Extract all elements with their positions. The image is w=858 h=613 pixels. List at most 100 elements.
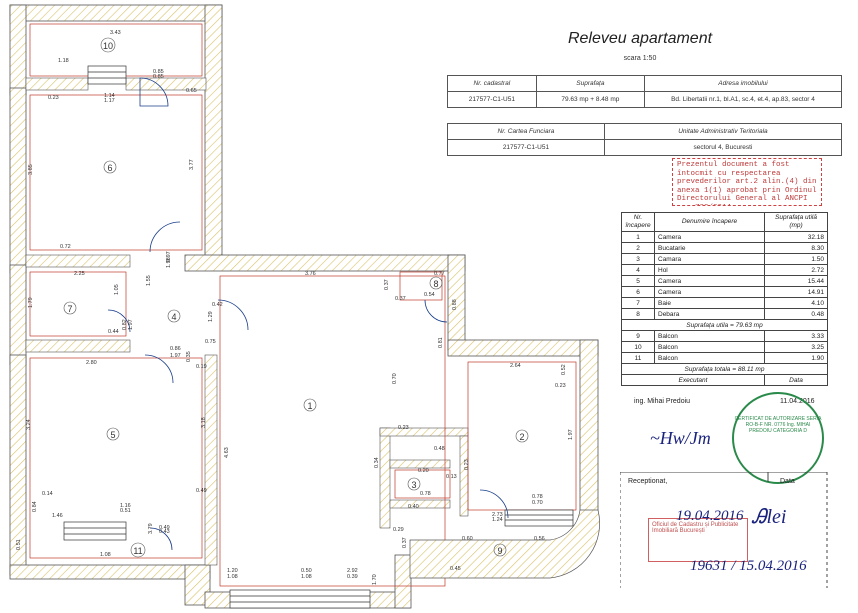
- dimension-label: 3.77: [189, 159, 195, 170]
- room-label-6: 6: [103, 160, 117, 174]
- dimension-label: 0.60: [462, 536, 473, 542]
- dimension-label: 0.82: [122, 319, 128, 330]
- dimension-label: 1.20: [227, 568, 238, 574]
- handwritten-reference: 19631 / 15.04.2016: [690, 558, 807, 574]
- room-area: 4.10: [764, 297, 828, 309]
- room-area: 15.44: [764, 275, 828, 287]
- dimension-label: 1.24: [492, 517, 503, 523]
- dimension-label: 0.45: [450, 566, 461, 572]
- dimension-label: 0.23: [464, 459, 470, 470]
- util-total: Suprafața utila = 79.63 mp: [621, 319, 828, 331]
- dimension-label: 1.16: [120, 503, 131, 509]
- room-label-8: 8: [429, 276, 443, 290]
- room-label-1: 1: [303, 398, 317, 412]
- dimension-label: 1.46: [52, 513, 63, 519]
- dimension-label: 0.56: [534, 536, 545, 542]
- dimension-label: 0.14: [42, 491, 53, 497]
- room-label-2: 2: [515, 429, 529, 443]
- rooms-table: Nr. încapere Denumire încapere Suprafața…: [621, 212, 828, 386]
- dimension-label: 3.76: [305, 271, 316, 277]
- grand-total: Suprafața totala = 88.11 mp: [621, 363, 828, 375]
- dimension-label: 0.70: [392, 373, 398, 384]
- room-label-11: 11: [130, 542, 146, 558]
- dimension-label: 0.49: [196, 488, 207, 494]
- room-label-5: 5: [106, 427, 120, 441]
- dimension-label: 0.23: [398, 425, 409, 431]
- balcony-name: Balcon: [654, 341, 765, 353]
- cadastral-header-adresa: Adresa imobilului: [644, 75, 842, 92]
- room-number: 2: [519, 432, 524, 442]
- receptionat-label: Receptionat,: [628, 478, 668, 485]
- balcony-area: 3.33: [764, 330, 828, 342]
- carte-header-uat: Unitate Administrativ Teritoriala: [603, 123, 843, 140]
- room-name: Hol: [654, 264, 765, 276]
- data-label-2: Data: [780, 478, 795, 485]
- plan-title: Releveu apartament: [567, 30, 713, 47]
- room-nr: 8: [621, 308, 655, 320]
- room-nr: 5: [621, 275, 655, 287]
- dimension-label: 0.78: [420, 491, 431, 497]
- cadastral-value-adresa: Bd. Libertatii nr.1, bl.A1, sc.4, et.4, …: [644, 91, 842, 108]
- balcony-nr: 11: [621, 352, 655, 364]
- dimension-label: 3.18: [201, 417, 207, 428]
- dimension-label: 0.81: [438, 337, 444, 348]
- balcony-area: 3.25: [764, 341, 828, 353]
- dimension-label: 0.77: [434, 271, 445, 277]
- room-label-10: 10: [100, 37, 116, 53]
- dimension-label: 0.75: [205, 339, 216, 345]
- dimension-label: 0.19: [196, 364, 207, 370]
- room-nr: 7: [621, 297, 655, 309]
- room-nr: 4: [621, 264, 655, 276]
- dimension-label: 0.37: [384, 279, 390, 290]
- door-swings: [107, 77, 509, 551]
- dimension-label: 1.18: [58, 58, 69, 64]
- dimension-label: 0.85: [153, 74, 164, 80]
- room-name: Camera: [654, 275, 765, 287]
- dimension-label: 0.72: [60, 244, 71, 250]
- dimension-label: 1.97: [568, 429, 574, 440]
- dimension-label: 0.43: [159, 529, 170, 535]
- room-outlines: [29, 23, 577, 587]
- plan-scale: scara 1:50: [623, 55, 657, 62]
- balcony-area: 1.90: [764, 352, 828, 364]
- reception-box-lines: [620, 472, 828, 588]
- red-certification-stamp: Prezentul document a fost întocmit cu re…: [672, 158, 822, 206]
- dimension-label: 1.08: [301, 574, 312, 580]
- dimension-label: 0.23: [555, 383, 566, 389]
- dimension-label: 0.78: [532, 494, 543, 500]
- room-nr: 6: [621, 286, 655, 298]
- dimension-label: 0.48: [434, 446, 445, 452]
- dimension-label: 0.70: [532, 500, 543, 506]
- reception-signature: Ꭿlei: [752, 506, 787, 528]
- dimension-label: 0.13: [446, 474, 457, 480]
- dimension-label: 1.14: [104, 93, 115, 99]
- interior-walls: [25, 77, 469, 566]
- rooms-header-nr: Nr. încapere: [621, 212, 655, 232]
- green-authorization-stamp: CERTIFICAT DE AUTORIZARE SERIA RO-B-F NR…: [732, 392, 824, 484]
- room-area: 0.48: [764, 308, 828, 320]
- executant-signature: ~Hw/Jm: [650, 428, 711, 448]
- dimension-label: 0.85: [153, 69, 164, 75]
- dimension-label: 1.97: [170, 353, 181, 359]
- handwritten-date: 19.04.2016: [676, 508, 744, 524]
- windows: [63, 65, 574, 609]
- dimension-label: 0.88: [452, 299, 458, 310]
- rooms-header-name: Denumire încapere: [654, 212, 765, 232]
- dimension-label: 1.70: [372, 574, 378, 585]
- dimension-label: 1.08: [227, 574, 238, 580]
- dimension-label: 0.49: [159, 525, 170, 531]
- dimension-label: 1.29: [208, 311, 214, 322]
- dimension-label: 1.97: [128, 319, 134, 330]
- dimension-label: 0.44: [108, 329, 119, 335]
- dimension-label: 2.80: [86, 360, 97, 366]
- dimension-label: 3.85: [28, 164, 34, 175]
- dimension-label: 0.37: [402, 537, 408, 548]
